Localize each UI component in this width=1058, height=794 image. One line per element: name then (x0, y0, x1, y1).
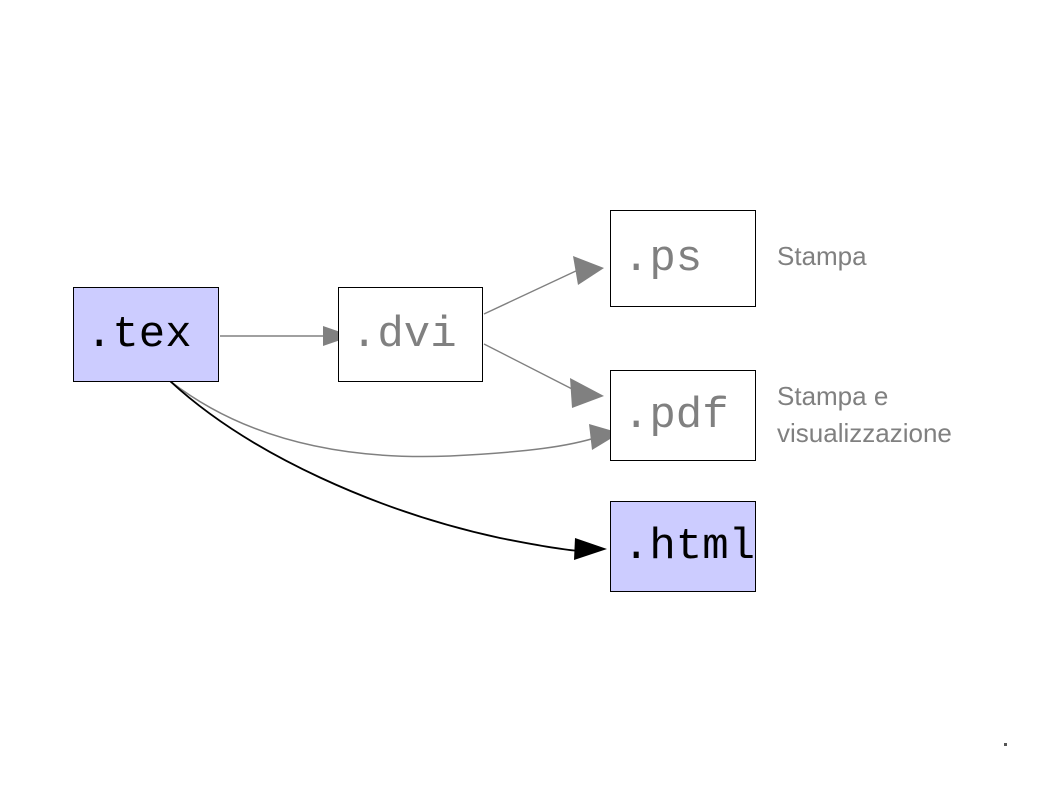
edge-dvi-to-pdf (483, 343, 604, 408)
caption-ps: Stampa (777, 241, 867, 271)
edge-tex-to-html (169, 380, 607, 560)
node-ps[interactable]: .ps (610, 210, 756, 307)
node-pdf-label: .pdf (623, 390, 729, 441)
caption-pdf: Stampa e visualizzazione (777, 381, 952, 448)
node-tex-label: .tex (86, 309, 192, 360)
node-pdf[interactable]: .pdf (610, 370, 756, 461)
edge-tex-to-pdf (169, 380, 620, 458)
node-dvi-label: .dvi (351, 309, 457, 360)
node-dvi[interactable]: .dvi (338, 287, 483, 382)
node-tex[interactable]: .tex (73, 287, 219, 382)
edge-dvi-to-ps (483, 256, 604, 315)
node-html[interactable]: .html (610, 501, 756, 592)
stray-speck (1004, 743, 1007, 746)
node-ps-label: .ps (623, 233, 703, 284)
edge-tex-to-dvi (220, 326, 352, 346)
node-html-label: .html (623, 521, 756, 572)
